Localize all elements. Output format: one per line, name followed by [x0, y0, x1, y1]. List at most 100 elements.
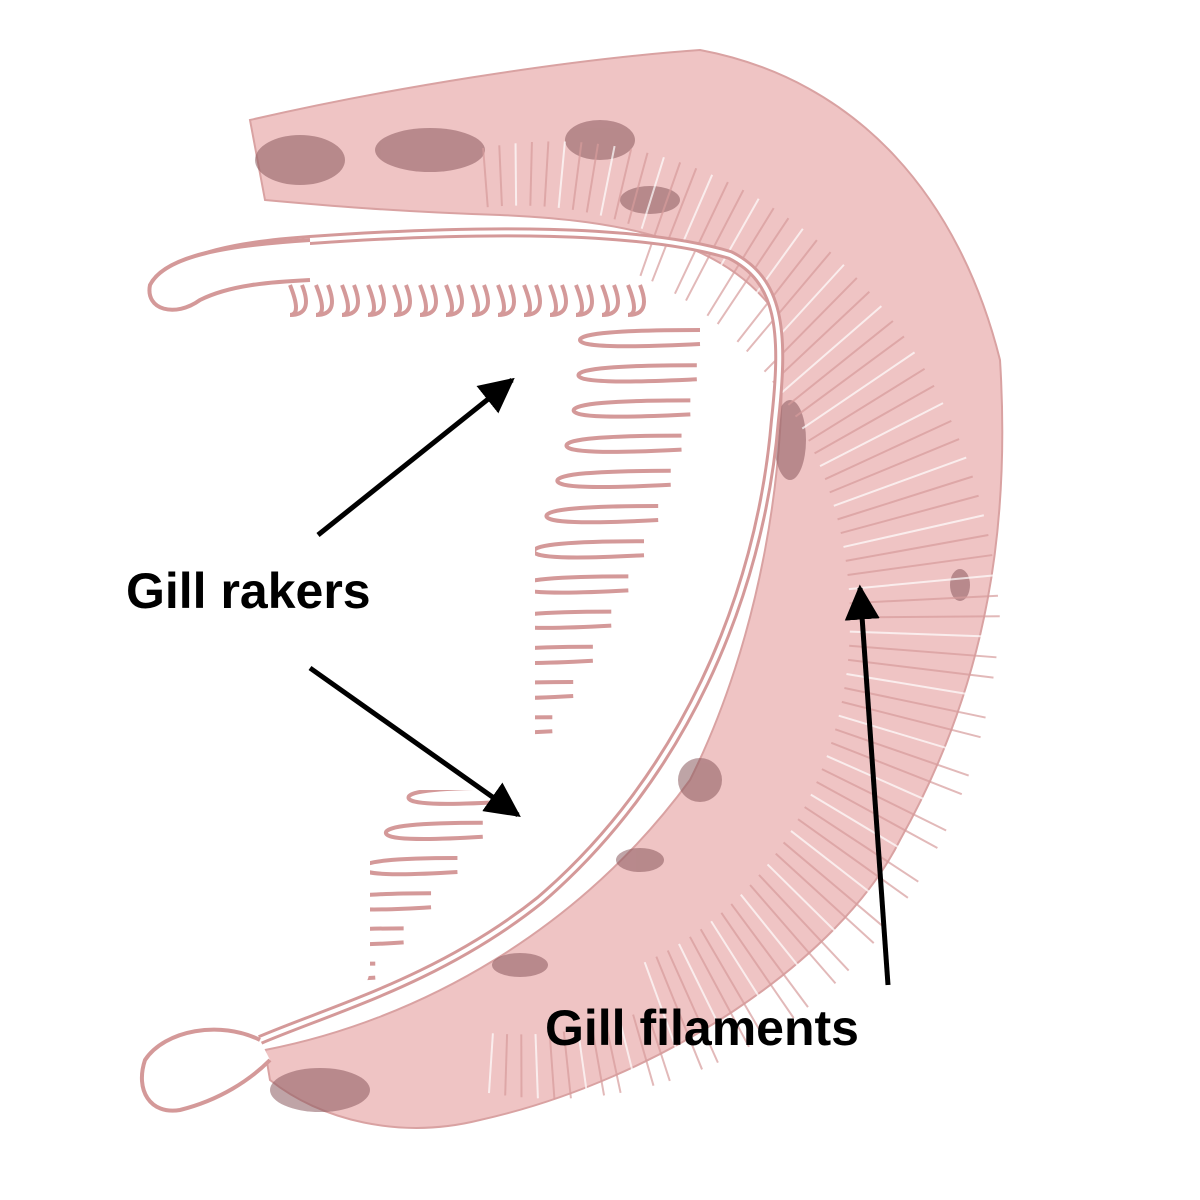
filament-line	[618, 1018, 639, 1090]
filament-line	[758, 874, 850, 972]
gill-raker	[470, 284, 490, 317]
filament-line	[585, 143, 600, 213]
filament-line	[640, 156, 665, 229]
gill-raker	[574, 284, 594, 317]
gill-raker	[496, 284, 516, 317]
filament-line	[847, 554, 993, 576]
filament-line	[766, 863, 863, 958]
filament-line	[782, 841, 887, 930]
filament-line	[833, 456, 967, 507]
filament-line	[849, 615, 1000, 619]
filament-line	[821, 768, 947, 832]
filament-line	[826, 755, 955, 814]
filament-line	[627, 152, 649, 224]
filament-line	[736, 239, 818, 343]
gill-raker	[383, 820, 483, 842]
filament-line	[689, 936, 750, 1048]
filament-line	[685, 189, 745, 302]
gill-rakers-label: Gill rakers	[126, 563, 371, 619]
filament-line	[849, 644, 997, 659]
gill-raker	[314, 284, 334, 317]
label-panel	[0, 0, 535, 995]
arrow-rakers-upper	[316, 377, 515, 537]
filament-line	[814, 384, 935, 455]
filament-line	[482, 147, 489, 208]
gill-raker	[517, 574, 629, 595]
arrow-filaments	[844, 584, 891, 986]
gill-raker	[576, 363, 697, 384]
filament-line	[840, 494, 979, 535]
filament-line	[808, 367, 926, 442]
filament-line	[837, 475, 974, 521]
gill-raker	[548, 284, 568, 317]
filament-line	[772, 290, 871, 384]
filament-line	[613, 148, 633, 220]
filament-line	[801, 351, 916, 430]
filament-line	[838, 714, 976, 758]
gill-filaments-label: Gill filaments	[545, 1000, 859, 1056]
gill-raker	[392, 284, 412, 317]
gill-raker	[564, 433, 682, 454]
gill-raker	[288, 284, 308, 317]
filament-line	[849, 630, 999, 638]
filament-line	[845, 534, 989, 562]
filament-line	[674, 181, 729, 295]
filament-line	[829, 438, 960, 494]
filament-line	[797, 818, 909, 899]
filament-line	[643, 961, 687, 1076]
filament-line	[632, 1014, 655, 1086]
filament-line	[775, 852, 875, 944]
gill-raker	[531, 539, 645, 560]
filament-line	[639, 162, 682, 277]
filament-line	[846, 673, 991, 699]
filament-line	[529, 141, 533, 206]
gill-raker	[600, 284, 620, 317]
filament-line	[843, 514, 985, 548]
filament-line	[562, 1031, 572, 1099]
filament-shading	[255, 120, 970, 1112]
filament-line	[543, 141, 550, 207]
filament-line	[571, 142, 583, 210]
filament-line	[651, 167, 698, 282]
filament-line	[534, 1033, 539, 1099]
arch-upper-hook	[147, 238, 311, 312]
filament-line	[740, 894, 823, 997]
filament-line	[678, 943, 735, 1056]
filament-line	[604, 1022, 622, 1094]
gill-raker	[360, 856, 458, 877]
filament-line	[834, 728, 970, 777]
filament-line	[787, 320, 894, 406]
filament-line	[710, 920, 780, 1029]
filament-line	[504, 1034, 509, 1096]
filament-line	[830, 741, 963, 796]
filament-line	[590, 1026, 606, 1096]
filament-line	[810, 793, 929, 866]
filament-line	[666, 950, 719, 1064]
filament-line	[730, 903, 809, 1008]
filament-line	[655, 956, 703, 1070]
filament-line	[841, 700, 981, 739]
filament-line	[487, 1033, 494, 1094]
filament-line	[755, 264, 845, 363]
filament-line	[790, 830, 898, 915]
arrow-rakers-lower	[308, 665, 521, 818]
filament-line	[699, 928, 766, 1039]
filament-line	[645, 1009, 671, 1082]
filament-line	[498, 145, 503, 207]
filament-line	[745, 251, 832, 353]
gill-raker	[340, 284, 360, 317]
gill-raker	[555, 468, 671, 490]
filament-line	[847, 658, 994, 679]
gill-raker	[626, 284, 646, 317]
filament-line	[794, 335, 905, 418]
gill-raker	[571, 398, 691, 419]
filament-line	[548, 1032, 556, 1099]
filament-line	[599, 145, 616, 216]
filament-line	[662, 174, 714, 288]
filament-line	[749, 884, 837, 985]
filament-line	[824, 419, 952, 481]
gill-raker	[577, 328, 701, 349]
filament-line	[514, 143, 518, 206]
